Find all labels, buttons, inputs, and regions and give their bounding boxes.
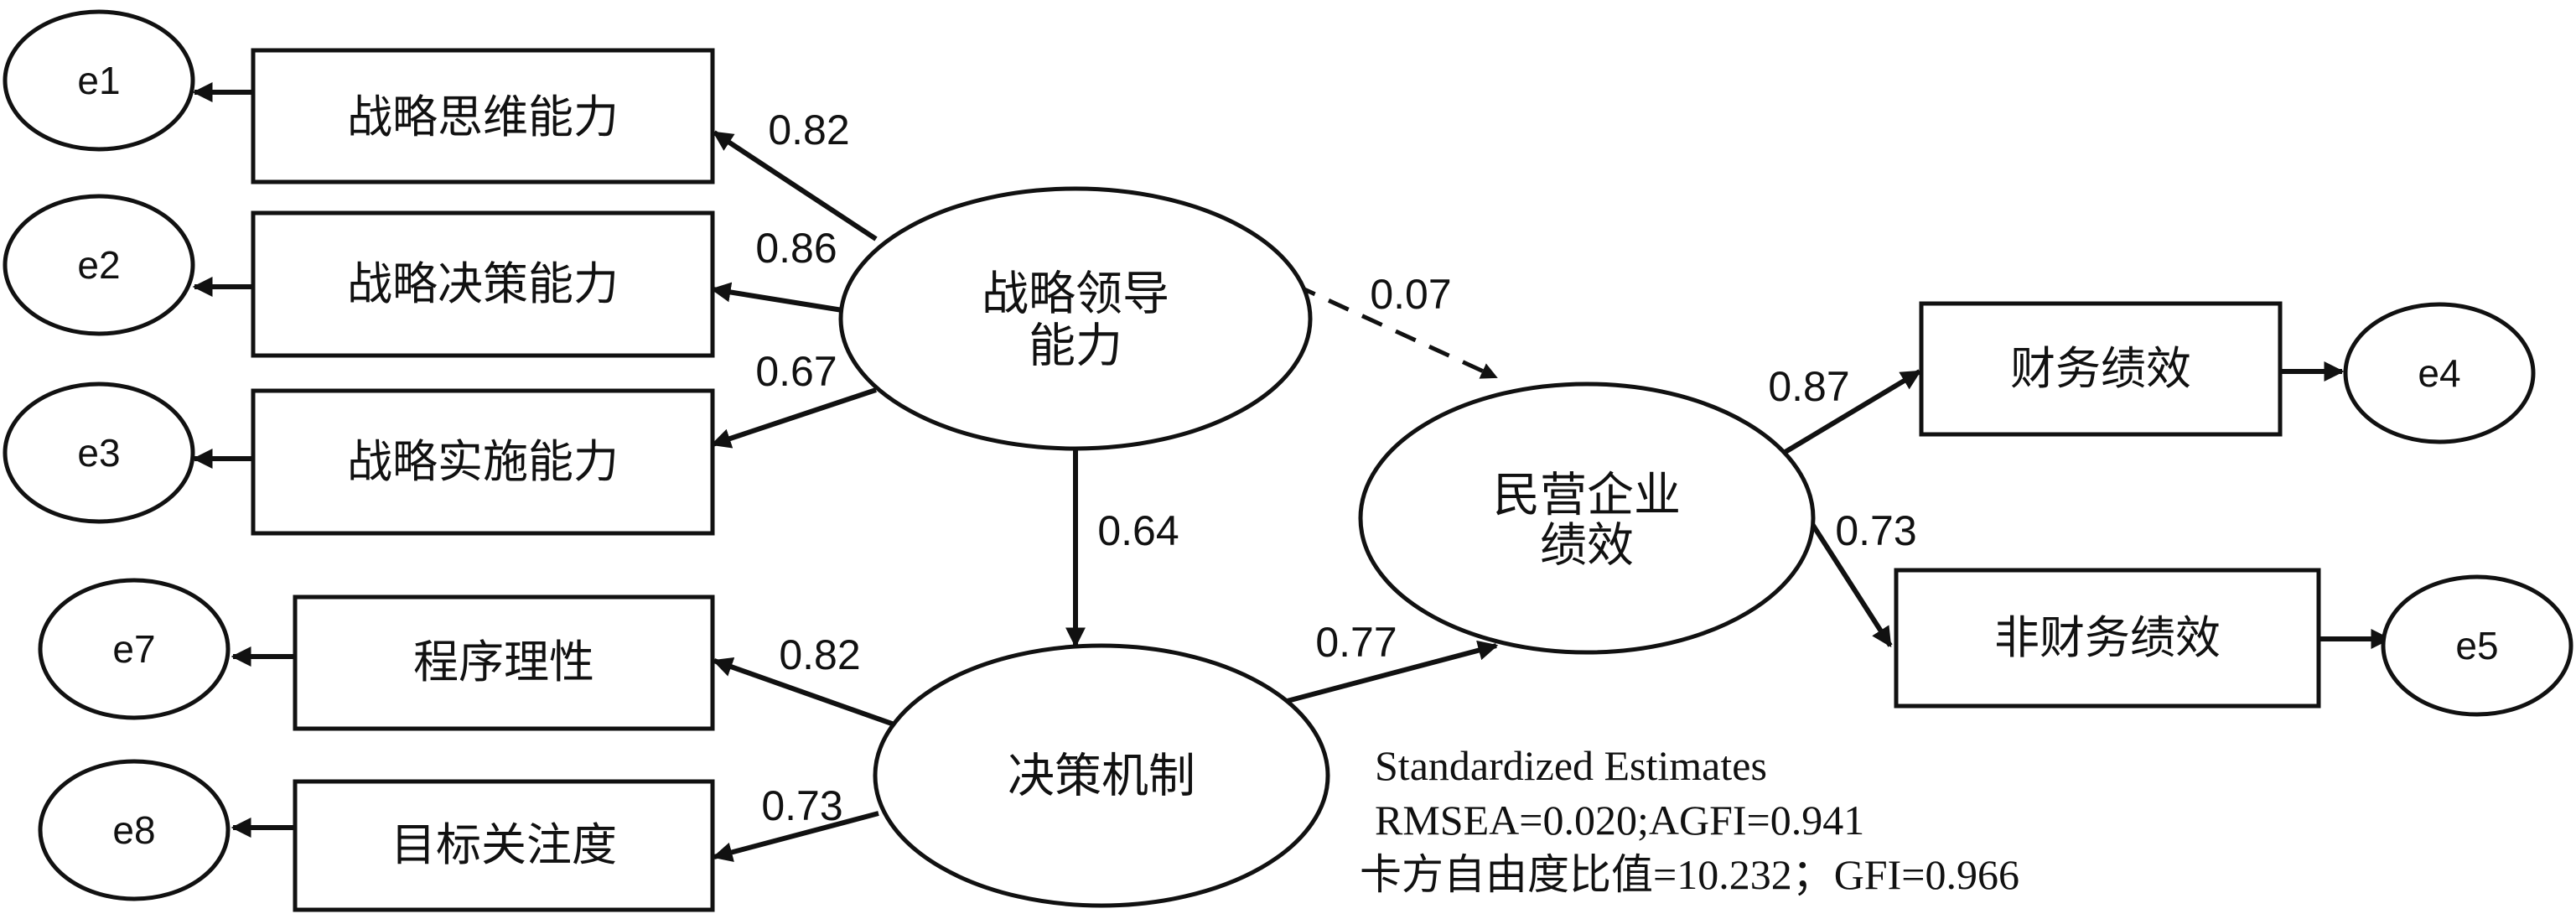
fit-statistics: Standardized Estimates RMSEA=0.020;AGFI=…: [1360, 742, 2019, 898]
arrow-mechanism-performance: [1280, 640, 1499, 705]
coef-leadership-performance: 0.07: [1370, 271, 1451, 318]
error-e5: e5: [2381, 574, 2573, 717]
coef-implementation: 0.67: [755, 348, 837, 395]
indicator-thinking: 战略思维能力: [251, 48, 715, 184]
indicator-financial: 财务绩效: [1919, 301, 2283, 437]
indicator-goal-focus: 目标关注度: [293, 779, 715, 912]
latent-strategic-leadership-line1: 战略领导: [982, 267, 1169, 320]
error-e1: e1: [3, 9, 195, 152]
error-e3-label: e3: [77, 431, 120, 475]
coef-procedural: 0.82: [779, 631, 860, 678]
arrow-leadership-performance: [1293, 283, 1498, 380]
indicator-implementation: 战略实施能力: [251, 388, 715, 536]
indicator-implementation-label: 战略实施能力: [347, 437, 619, 487]
fit-title: Standardized Estimates: [1375, 742, 1767, 789]
error-e2-label: e2: [77, 243, 120, 287]
error-e5-label: e5: [2455, 624, 2498, 667]
coef-nonfinancial: 0.73: [1835, 507, 1916, 554]
indicator-nonfinancial: 非财务绩效: [1894, 568, 2321, 709]
indicator-nonfinancial-label: 非财务绩效: [1994, 613, 2221, 663]
arrow-leadership-thinking: [712, 130, 878, 241]
arrow-mechanism-goal: [712, 811, 879, 863]
arrow-performance-nonfinancial: [1808, 520, 1893, 648]
error-e7: e7: [38, 578, 231, 720]
error-e4-label: e4: [2418, 351, 2460, 395]
latent-firm-performance-line1: 民营企业: [1493, 469, 1681, 522]
indicator-goal-focus-label: 目标关注度: [391, 820, 617, 870]
fit-line-chisq-gfi: 卡方自由度比值=10.232；GFI=0.966: [1360, 851, 2019, 898]
coef-goal-focus: 0.73: [761, 782, 842, 829]
latent-decision-mechanism: 决策机制: [873, 643, 1330, 908]
coef-leadership-mechanism: 0.64: [1097, 507, 1179, 554]
arrow-leadership-decision: [710, 282, 843, 313]
arrow-leadership-implementation: [710, 387, 877, 449]
indicator-thinking-label: 战略思维能力: [347, 92, 619, 143]
indicator-financial-label: 财务绩效: [2010, 344, 2191, 394]
arrow-mechanism-procedural: [712, 657, 905, 730]
indicator-decision: 战略决策能力: [251, 210, 715, 358]
latent-firm-performance-line2: 绩效: [1540, 519, 1634, 572]
indicator-decision-label: 战略决策能力: [347, 259, 619, 309]
coef-mechanism-performance: 0.77: [1315, 619, 1397, 666]
error-e8: e8: [38, 759, 231, 901]
fit-line-rmsea-agfi: RMSEA=0.020;AGFI=0.941: [1375, 797, 1864, 844]
arrow-performance-financial: [1782, 369, 1922, 455]
latent-firm-performance: 民营企业 绩效: [1358, 382, 1816, 655]
latent-strategic-leadership-line2: 能力: [1029, 319, 1122, 372]
latent-decision-mechanism-label: 决策机制: [1008, 750, 1195, 802]
error-e3: e3: [3, 382, 195, 524]
error-e4: e4: [2343, 302, 2536, 444]
indicator-procedural-label: 程序理性: [413, 637, 594, 688]
latent-strategic-leadership: 战略领导 能力: [838, 186, 1313, 451]
coef-decision: 0.86: [755, 225, 837, 272]
coef-thinking: 0.82: [768, 106, 849, 153]
indicator-procedural: 程序理性: [293, 594, 715, 731]
error-e1-label: e1: [77, 59, 120, 102]
error-e2: e2: [3, 194, 195, 336]
coef-financial: 0.87: [1768, 363, 1849, 410]
error-e8-label: e8: [112, 808, 155, 852]
error-e7-label: e7: [112, 627, 155, 671]
